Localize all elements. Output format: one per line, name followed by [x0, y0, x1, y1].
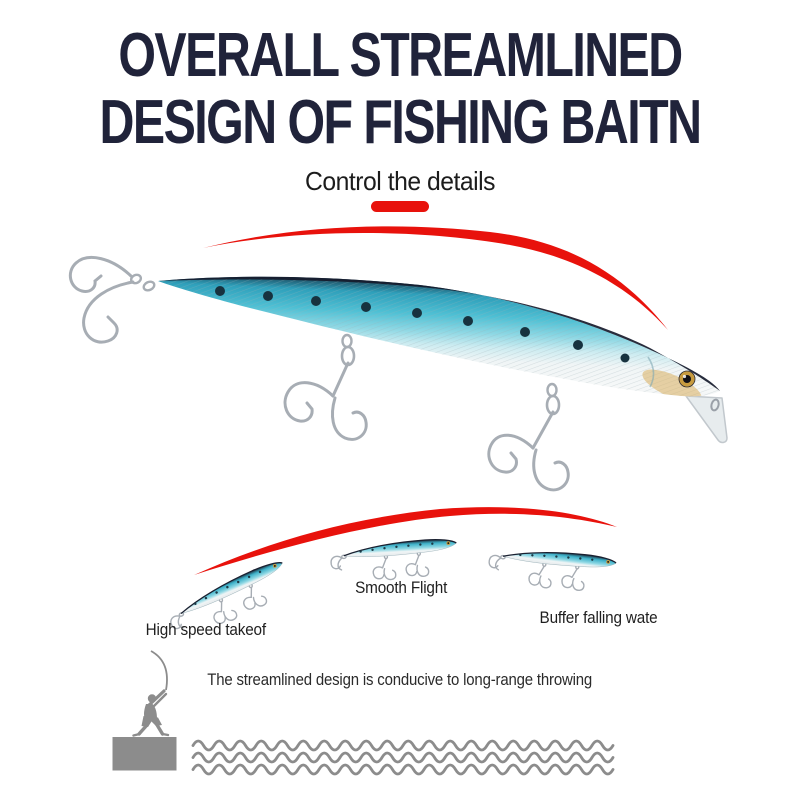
- main-lure-illustration: [68, 255, 728, 492]
- feature-label-buffer-falling: Buffer falling wate: [540, 608, 658, 627]
- lure-rib-texture: [158, 276, 720, 397]
- title-line-2: DESIGN OF FISHING BAITN: [99, 88, 702, 157]
- page-title: OVERALL STREAMLINED DESIGN OF FISHING BA…: [0, 22, 800, 156]
- diving-lip: [685, 395, 728, 444]
- mini-lure-buffer-falling: [486, 542, 618, 597]
- water-waves: [191, 739, 615, 776]
- subtitle-underline-bar: [371, 201, 429, 212]
- mini-lure-smooth-flight: [329, 537, 459, 584]
- feature-label-high-speed: High speed takeof: [145, 620, 267, 639]
- tail-treble-hook: [68, 255, 156, 344]
- lure-markings: [215, 286, 702, 397]
- title-line-1: OVERALL STREAMLINED: [118, 21, 683, 90]
- subtitle: Control the details: [304, 166, 496, 196]
- feature-label-smooth-flight: Smooth Flight: [354, 578, 448, 597]
- fishing-rod: [150, 650, 168, 691]
- footer-note: The streamlined design is conducive to l…: [207, 670, 593, 689]
- red-swoosh-upper: [203, 226, 668, 330]
- pier-block: [112, 737, 177, 771]
- gill-line: [647, 356, 655, 388]
- belly-treble-hook-rear: [487, 382, 570, 492]
- red-swoosh-lower: [194, 507, 617, 575]
- belly-treble-hook-front: [283, 333, 368, 441]
- lure-eye: [678, 370, 696, 388]
- fisherman-silhouette: [132, 650, 170, 737]
- lure-spots: [215, 286, 630, 363]
